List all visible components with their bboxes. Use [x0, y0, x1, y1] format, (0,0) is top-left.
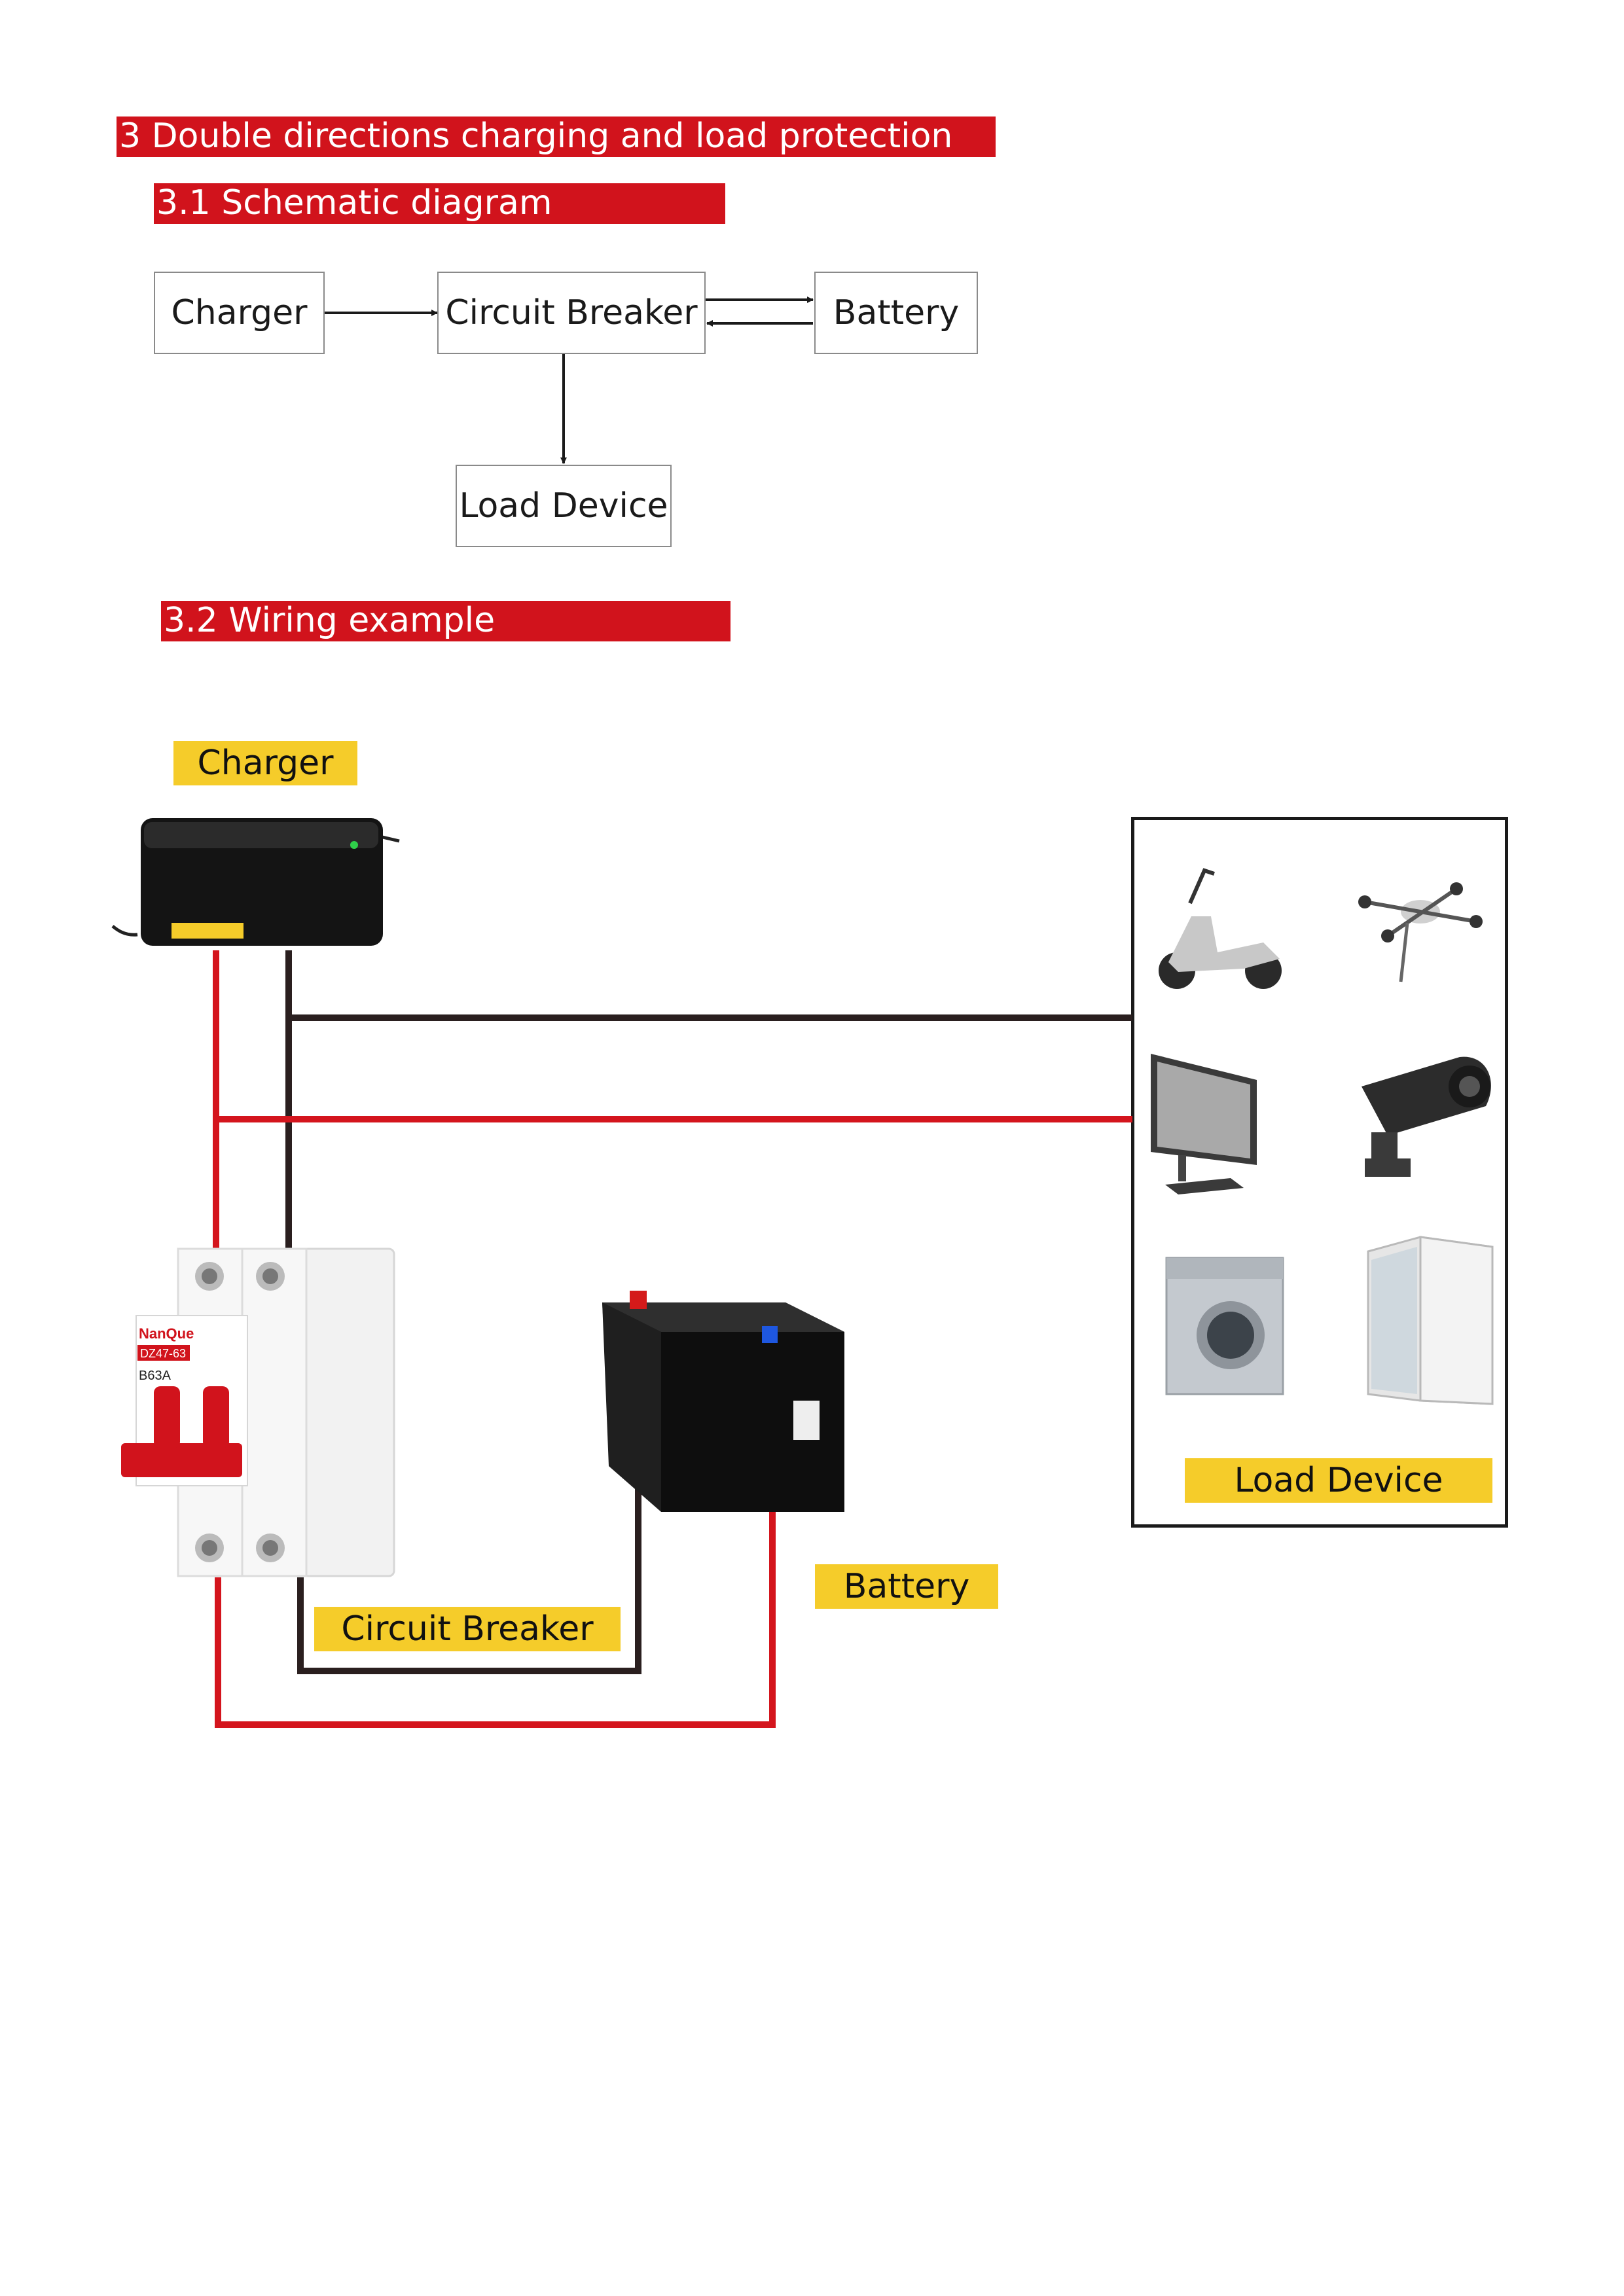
- drone-icon: [1358, 882, 1483, 982]
- tag-circuit-breaker: Circuit Breaker: [314, 1607, 621, 1651]
- wiring-heading: 3.2 Wiring example: [161, 601, 731, 641]
- breaker-model: DZ47-63: [140, 1347, 186, 1360]
- tag-load-device: Load Device: [1185, 1458, 1492, 1503]
- charger-adapter-icon: [111, 818, 400, 946]
- load-device-frame: [1131, 817, 1508, 1528]
- washing-machine-icon: [1165, 1257, 1284, 1395]
- wire-negative-charger-load: [285, 950, 1132, 1249]
- schematic-heading: 3.1 Schematic diagram: [154, 183, 725, 224]
- node-charger: Charger: [154, 272, 325, 354]
- wires: [213, 950, 1132, 1728]
- breaker-brand: NanQue: [139, 1325, 194, 1342]
- wire-positive-breaker-battery: [215, 1342, 776, 1728]
- refrigerator-icon: [1367, 1236, 1494, 1405]
- node-load-device: Load Device: [456, 465, 672, 547]
- circuit-breaker-icon: NanQue DZ47-63 B63A: [121, 1247, 395, 1577]
- wire-positive-charger-load: [213, 950, 1132, 1249]
- node-circuit-breaker: Circuit Breaker: [437, 272, 706, 354]
- tag-battery: Battery: [815, 1564, 998, 1609]
- scooter-icon: [1159, 868, 1282, 989]
- node-battery: Battery: [814, 272, 978, 354]
- section-title: 3 Double directions charging and load pr…: [117, 117, 996, 157]
- security-camera-icon: [1362, 1056, 1491, 1177]
- tag-charger: Charger: [173, 741, 357, 785]
- breaker-rating: B63A: [139, 1369, 171, 1383]
- monitor-icon: [1151, 1054, 1257, 1194]
- battery-icon: [602, 1291, 844, 1512]
